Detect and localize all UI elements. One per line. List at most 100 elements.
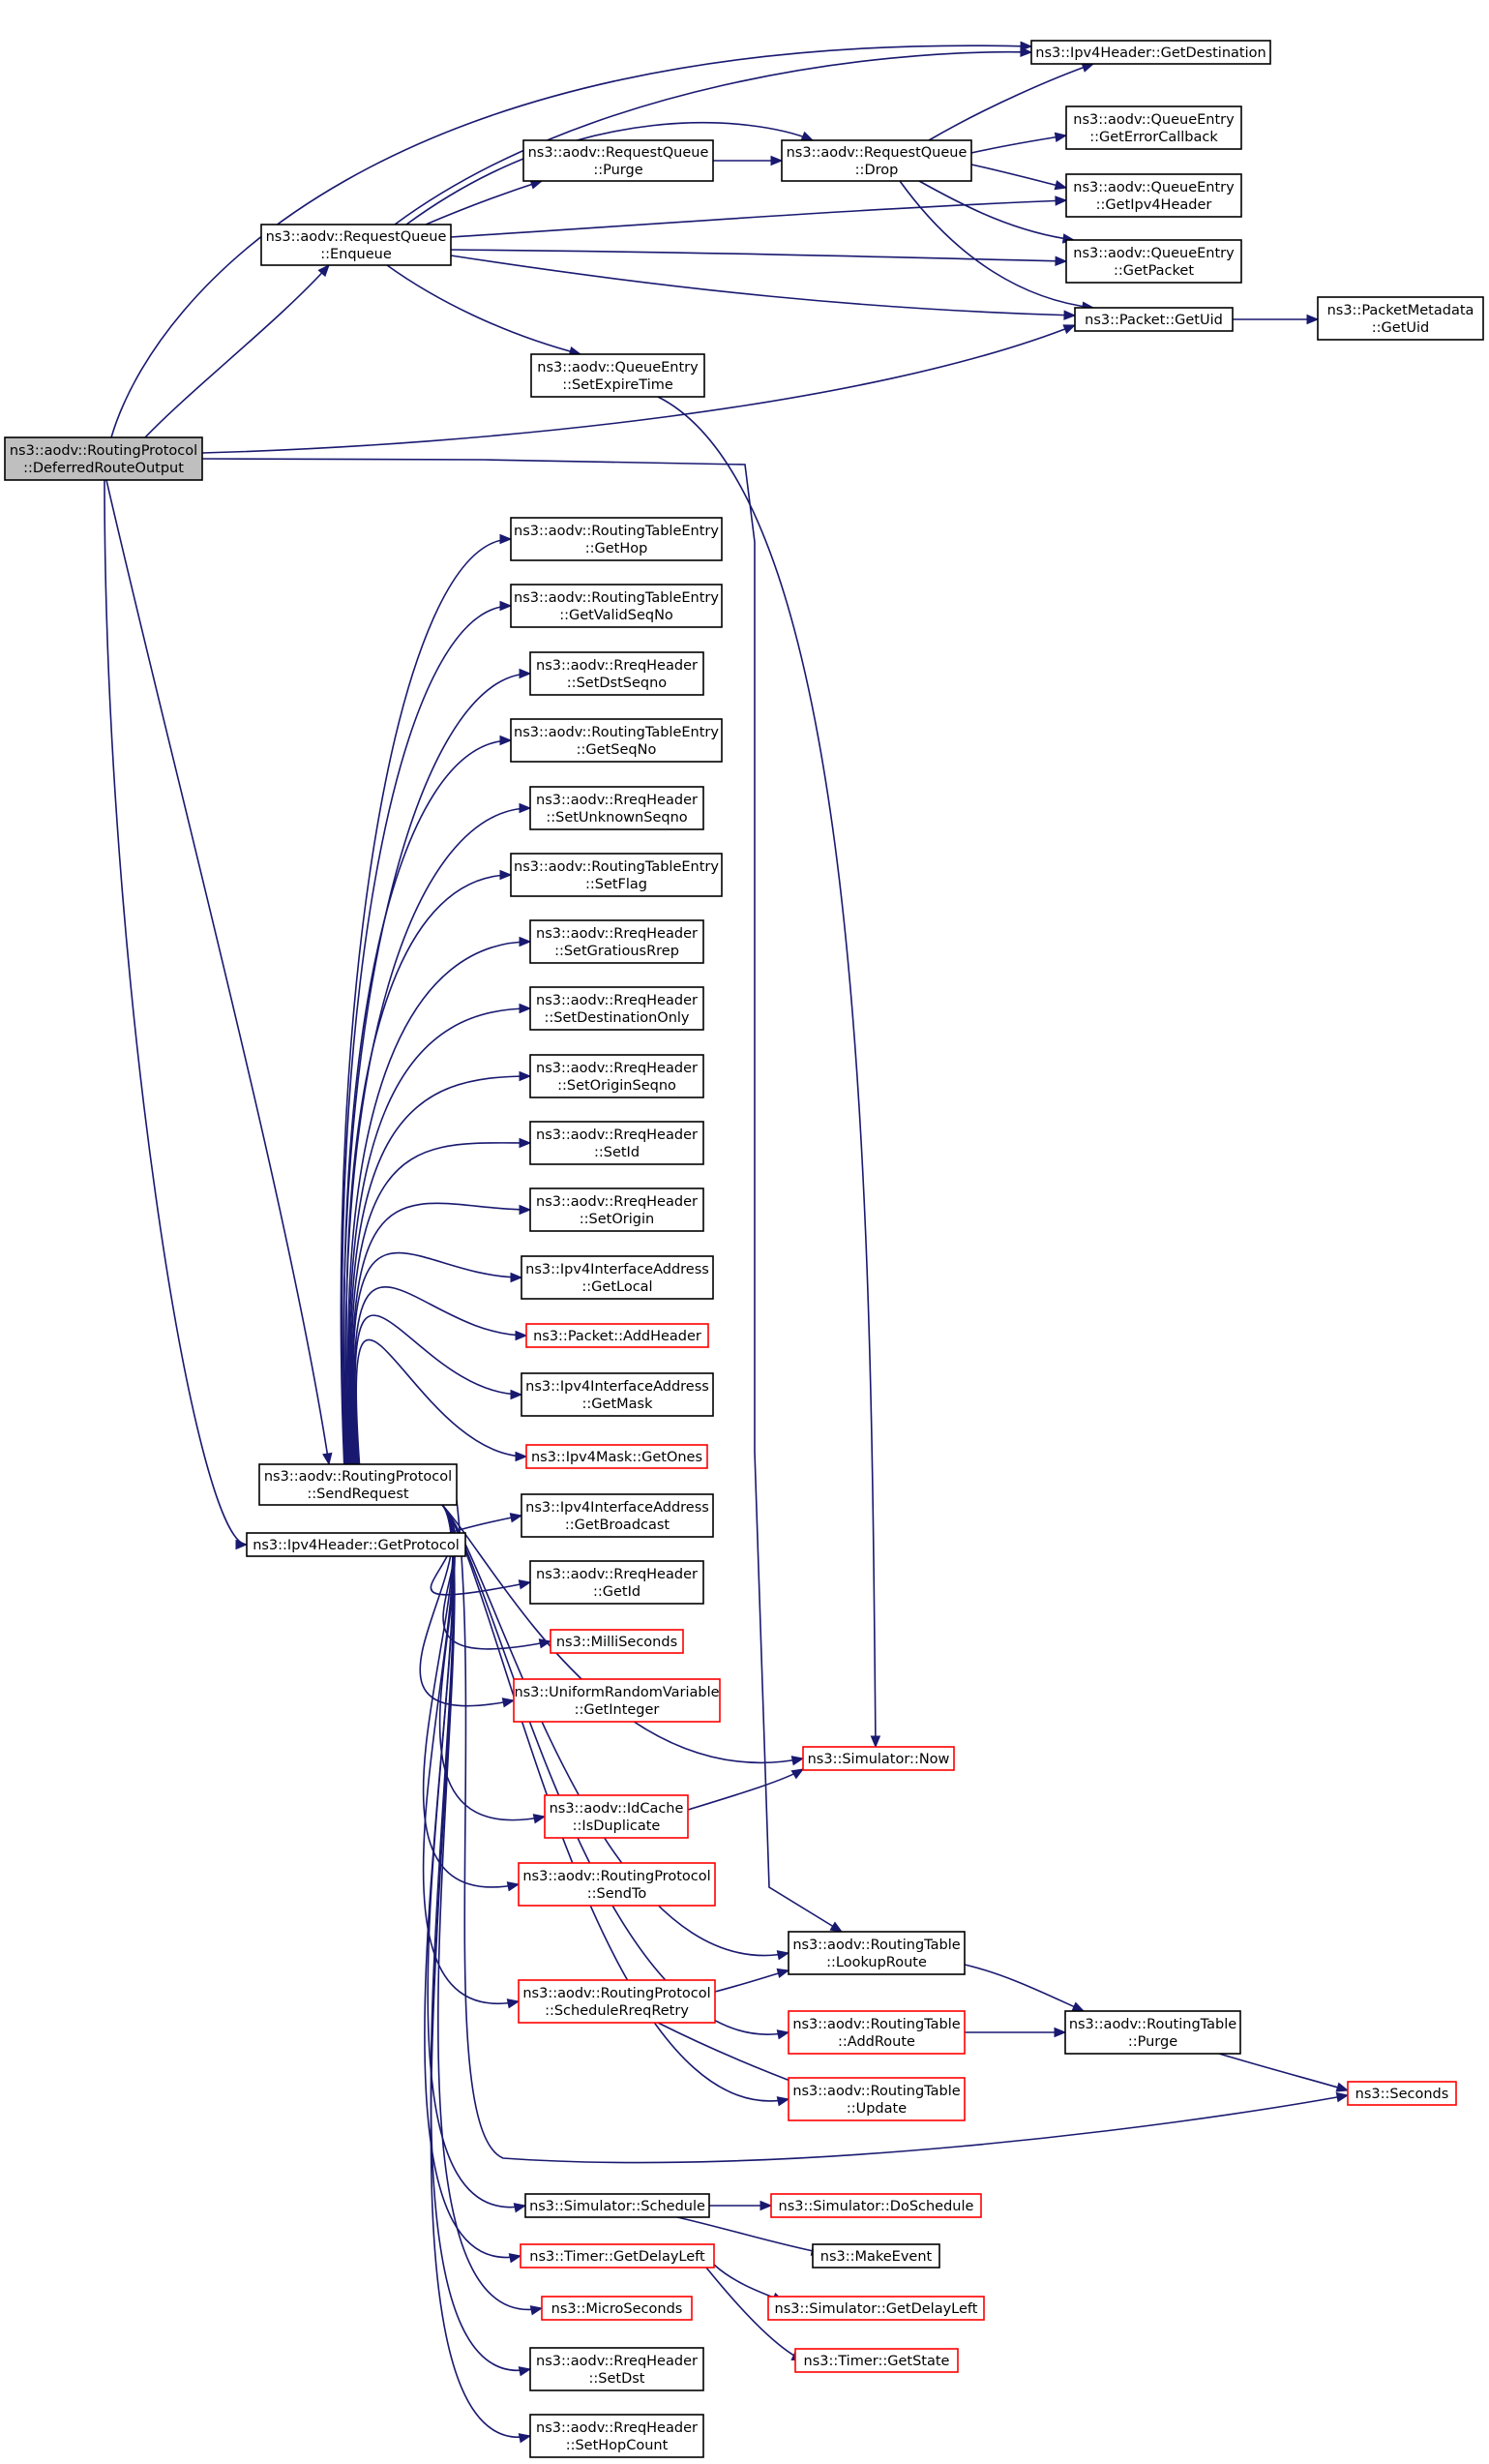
edge-line — [105, 479, 330, 1465]
node-qeGetIpv4Header[interactable]: ns3::aodv::QueueEntry::GetIpv4Header — [1065, 173, 1242, 218]
node-packetGetUid[interactable]: ns3::Packet::GetUid — [1074, 307, 1234, 332]
arrowhead — [776, 1950, 790, 1961]
node-rreqSetGratiousRrep[interactable]: ns3::aodv::RreqHeader::SetGratiousRrep — [529, 919, 704, 964]
edge-line — [348, 1007, 531, 1465]
node-rtLookupRoute[interactable]: ns3::aodv::RoutingTable::LookupRoute — [788, 1931, 966, 1975]
edge-rtPurge-to-seconds — [1218, 2053, 1350, 2092]
node-box — [788, 1931, 966, 1975]
node-box — [541, 2296, 693, 2321]
node-box — [1064, 2010, 1241, 2055]
node-maskGetOnes[interactable]: ns3::Ipv4Mask::GetOnes — [525, 1444, 708, 1469]
node-timerGetDelayLeft[interactable]: ns3::Timer::GetDelayLeft — [520, 2243, 715, 2269]
node-makeEvent[interactable]: ns3::MakeEvent — [812, 2243, 940, 2269]
node-rteSetFlag[interactable]: ns3::aodv::RoutingTableEntry::SetFlag — [510, 853, 723, 897]
node-root[interactable]: ns3::aodv::RoutingProtocol::DeferredRout… — [4, 436, 203, 481]
node-rreqGetId[interactable]: ns3::aodv::RreqHeader::GetId — [529, 1560, 704, 1605]
node-rreqSetDst[interactable]: ns3::aodv::RreqHeader::SetDst — [529, 2347, 704, 2391]
node-rreqSetUnknownSeqno[interactable]: ns3::aodv::RreqHeader::SetUnknownSeqno — [529, 786, 704, 830]
node-urvGetInteger[interactable]: ns3::UniformRandomVariable::GetInteger — [513, 1678, 721, 1723]
node-label-line-2: ::SendRequest — [307, 1487, 409, 1502]
edge-line — [705, 2267, 804, 2361]
arrowhead — [776, 2029, 790, 2040]
node-pmGetUid[interactable]: ns3::PacketMetadata::GetUid — [1317, 296, 1484, 341]
node-label-line-1: ns3::Ipv4Header::GetDestination — [1035, 45, 1266, 61]
node-box — [518, 1979, 716, 2024]
node-rreqSetDestinationOnly[interactable]: ns3::aodv::RreqHeader::SetDestinationOnl… — [529, 986, 704, 1031]
node-label-line-2: ::SetDestinationOnly — [545, 1010, 690, 1026]
arrowhead — [1062, 324, 1077, 335]
node-microSeconds[interactable]: ns3::MicroSeconds — [541, 2296, 693, 2321]
arrowhead — [759, 2200, 773, 2211]
node-rreqSetOrigin[interactable]: ns3::aodv::RreqHeader::SetOrigin — [529, 1187, 704, 1232]
node-label-line-1: ns3::Ipv4InterfaceAddress — [525, 1379, 709, 1395]
edge-line — [405, 121, 814, 225]
arrowhead — [519, 1070, 532, 1082]
node-rtPurge[interactable]: ns3::aodv::RoutingTable::Purge — [1064, 2010, 1241, 2055]
node-box — [529, 986, 704, 1031]
edge-rpSendRequest-to-iaGetLocal — [352, 1251, 523, 1465]
node-rpSendRequest[interactable]: ns3::aodv::RoutingProtocol::SendRequest — [258, 1463, 458, 1506]
node-box — [529, 2414, 704, 2458]
edge-rtAddRoute-to-rtPurge — [965, 2027, 1067, 2038]
node-qeGetErrorCallback[interactable]: ns3::aodv::QueueEntry::GetErrorCallback — [1065, 105, 1242, 150]
edge-idIsDuplicate-to-simNow — [687, 1768, 805, 1811]
node-rpScheduleRreqRetry[interactable]: ns3::aodv::RoutingProtocol::ScheduleRreq… — [518, 1979, 716, 2024]
arrowhead — [515, 1330, 528, 1341]
node-getDestination[interactable]: ns3::Ipv4Header::GetDestination — [1030, 40, 1271, 65]
node-label-line-1: ns3::aodv::RreqHeader — [536, 926, 698, 942]
node-label-line-2: ::AddRoute — [838, 2034, 915, 2050]
edge-rqEnqueue-to-rqPurge — [425, 179, 544, 225]
node-rteGetSeqNo[interactable]: ns3::aodv::RoutingTableEntry::GetSeqNo — [510, 718, 723, 763]
node-box — [794, 2348, 959, 2373]
node-rreqSetOriginSeqno[interactable]: ns3::aodv::RreqHeader::SetOriginSeqno — [529, 1054, 704, 1098]
node-label-line-2: ::SetOrigin — [580, 1212, 654, 1227]
node-simDoSchedule[interactable]: ns3::Simulator::DoSchedule — [770, 2193, 982, 2218]
node-rqPurge[interactable]: ns3::aodv::RequestQueue::Purge — [522, 139, 714, 182]
node-label-line-2: ::SetHopCount — [566, 2438, 669, 2453]
arrowhead — [1335, 2091, 1350, 2103]
arrowhead — [235, 1539, 249, 1550]
node-rreqSetDstSeqno[interactable]: ns3::aodv::RreqHeader::SetDstSeqno — [529, 651, 704, 696]
node-rteGetHop[interactable]: ns3::aodv::RoutingTableEntry::GetHop — [510, 517, 723, 561]
edge-line — [430, 1504, 531, 2372]
node-rpSendTo[interactable]: ns3::aodv::RoutingProtocol::SendTo — [518, 1862, 716, 1907]
node-label-line-1: ns3::aodv::RequestQueue — [528, 145, 709, 161]
node-qeSetExpireTime[interactable]: ns3::aodv::QueueEntry::SetExpireTime — [530, 353, 705, 398]
node-timerGetState[interactable]: ns3::Timer::GetState — [794, 2348, 959, 2373]
node-label-line-1: ns3::aodv::RreqHeader — [536, 1061, 698, 1076]
node-rreqSetHopCount[interactable]: ns3::aodv::RreqHeader::SetHopCount — [529, 2414, 704, 2458]
node-milliSeconds[interactable]: ns3::MilliSeconds — [550, 1629, 684, 1654]
node-idIsDuplicate[interactable]: ns3::aodv::IdCache::IsDuplicate — [544, 1794, 689, 1839]
node-rtUpdate[interactable]: ns3::aodv::RoutingTable::Update — [788, 2077, 966, 2121]
node-label-line-2: ::GetUid — [1372, 320, 1429, 336]
node-label-line-2: ::Update — [847, 2101, 907, 2117]
edge-rpSendRequest-to-rteGetHop — [340, 533, 513, 1465]
edge-rqEnqueue-to-qeGetPacket — [450, 249, 1068, 266]
node-label-line-1: ns3::aodv::RoutingProtocol — [522, 1869, 710, 1884]
node-getProtocol[interactable]: ns3::Ipv4Header::GetProtocol — [246, 1532, 466, 1557]
node-rreqSetId[interactable]: ns3::aodv::RreqHeader::SetId — [529, 1121, 704, 1165]
node-packetAddHeader[interactable]: ns3::Packet::AddHeader — [525, 1323, 709, 1348]
node-iaGetLocal[interactable]: ns3::Ipv4InterfaceAddress::GetLocal — [521, 1255, 714, 1300]
node-rtAddRoute[interactable]: ns3::aodv::RoutingTable::AddRoute — [788, 2010, 966, 2055]
edge-line — [353, 1286, 527, 1465]
node-box — [258, 1463, 458, 1506]
node-iaGetBroadcast[interactable]: ns3::Ipv4InterfaceAddress::GetBroadcast — [521, 1493, 714, 1538]
node-simGetDelayLeft[interactable]: ns3::Simulator::GetDelayLeft — [767, 2296, 985, 2321]
node-label-line-2: ::GetHop — [585, 541, 648, 556]
edge-line — [714, 1969, 789, 1993]
node-seconds[interactable]: ns3::Seconds — [1347, 2081, 1457, 2106]
node-label-line-2: ::ScheduleRreqRetry — [545, 2003, 689, 2019]
node-rteGetValidSeqNo[interactable]: ns3::aodv::RoutingTableEntry::GetValidSe… — [510, 584, 723, 628]
node-simSchedule[interactable]: ns3::Simulator::Schedule — [524, 2193, 710, 2218]
edge-line — [144, 264, 330, 438]
edge-line — [441, 1504, 804, 1764]
node-iaGetMask[interactable]: ns3::Ipv4InterfaceAddress::GetMask — [521, 1372, 714, 1417]
node-box — [522, 139, 714, 182]
node-label-line-1: ns3::aodv::RreqHeader — [536, 1567, 698, 1582]
node-simNow[interactable]: ns3::Simulator::Now — [802, 1746, 955, 1771]
node-rqDrop[interactable]: ns3::aodv::RequestQueue::Drop — [781, 139, 972, 182]
node-label-line-2: ::SetDstSeqno — [567, 676, 668, 691]
node-rqEnqueue[interactable]: ns3::aodv::RequestQueue::Enqueue — [260, 224, 452, 266]
node-qeGetPacket[interactable]: ns3::aodv::QueueEntry::GetPacket — [1065, 239, 1242, 284]
